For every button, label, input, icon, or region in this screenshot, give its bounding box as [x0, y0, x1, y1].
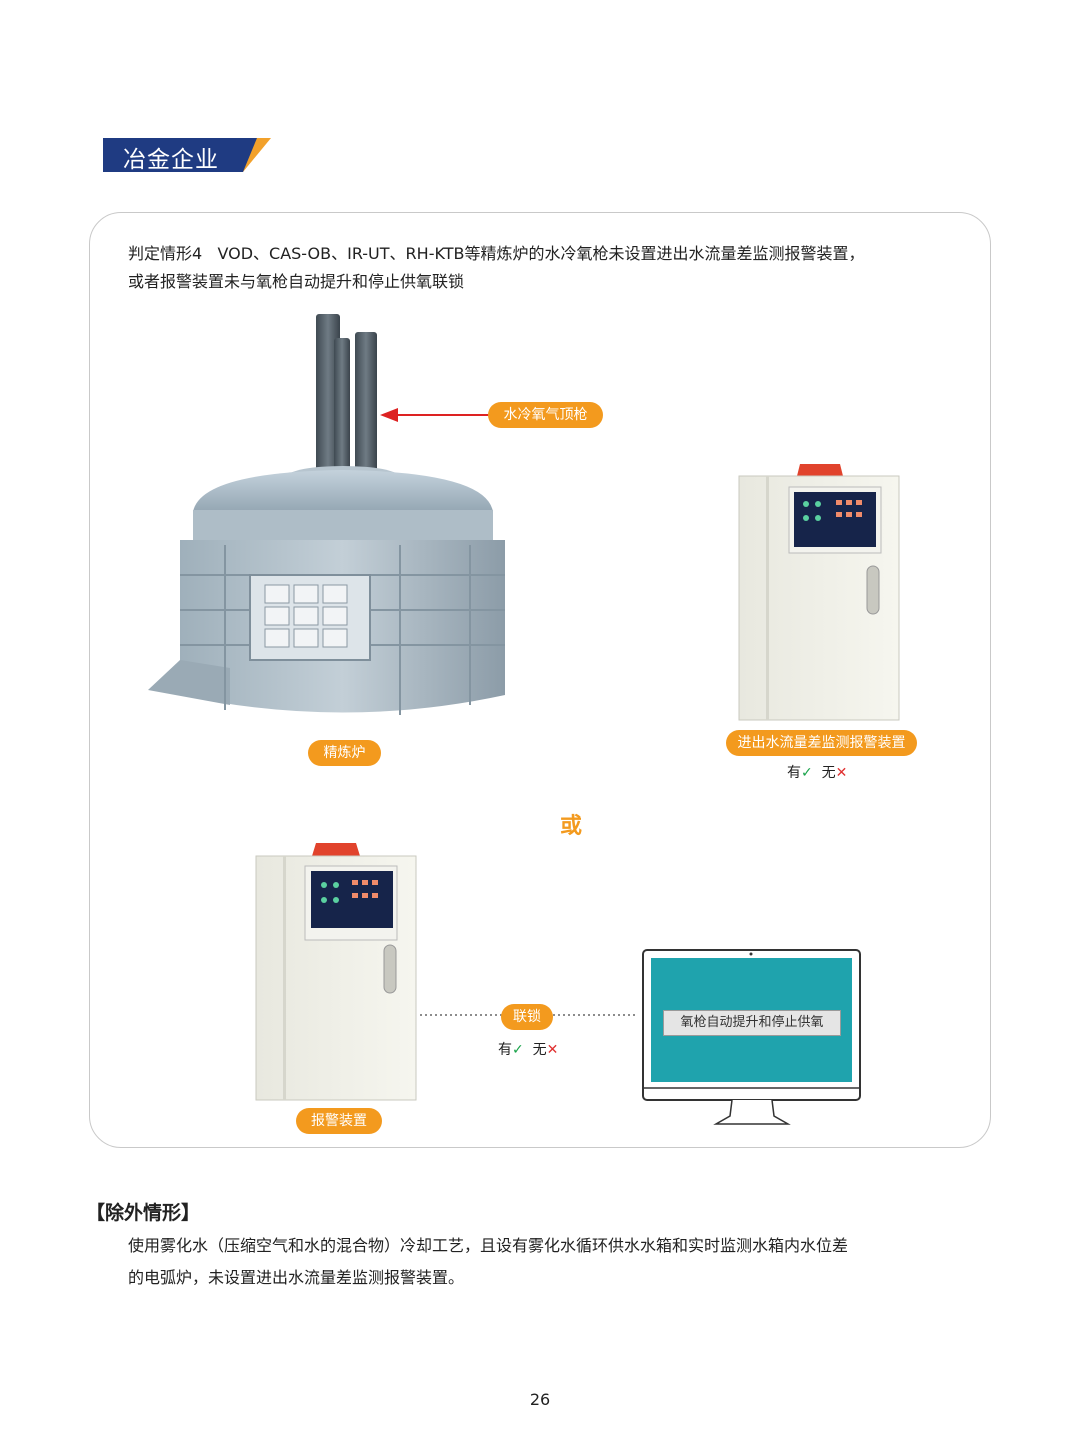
refining-furnace-illustration: [148, 314, 505, 715]
exclusion-line-2: 的电弧炉，未设置进出水流量差监测报警装置。: [128, 1268, 465, 1287]
exclusion-body: 使用雾化水（压缩空气和水的混合物）冷却工艺，且设有雾化水循环供水水箱和实时监测水…: [128, 1230, 958, 1294]
check-icon: ✓: [512, 1042, 524, 1058]
screen-text: 氧枪自动提升和停止供氧: [663, 1010, 841, 1036]
section-title: 冶金企业: [123, 147, 219, 173]
exclusion-line-1: 使用雾化水（压缩空气和水的混合物）冷却工艺，且设有雾化水循环供水水箱和实时监测水…: [128, 1236, 849, 1255]
section-tag: 冶金企业: [103, 138, 271, 173]
situation-description: 判定情形4 VOD、CAS-OB、IR-UT、RH-KTB等精炼炉的水冷氧枪未设…: [128, 240, 958, 296]
yes-text: 有: [787, 765, 801, 781]
yes-no-indicator-2: 有✓ 无✕: [498, 1039, 558, 1059]
computer-monitor-illustration: [642, 949, 861, 1125]
content-card: [89, 212, 991, 1148]
interlock-label: 联锁: [501, 1004, 553, 1030]
situation-text-2: 或者报警装置未与氧枪自动提升和停止供氧联锁: [128, 272, 465, 291]
yes-text: 有: [498, 1042, 512, 1058]
cross-icon: ✕: [835, 765, 848, 781]
alarm-device-label: 报警装置: [296, 1108, 382, 1134]
yes-no-indicator-1: 有✓ 无✕: [787, 762, 847, 782]
page-number: 26: [529, 1390, 551, 1409]
no-text: 无: [532, 1042, 547, 1058]
check-icon: ✓: [801, 765, 813, 781]
situation-text: VOD、CAS-OB、IR-UT、RH-KTB等精炼炉的水冷氧枪未设置进出水流量…: [217, 244, 865, 263]
monitoring-cabinet-illustration: [738, 464, 900, 721]
furnace-label: 精炼炉: [308, 740, 381, 766]
situation-label: 判定情形4: [128, 244, 203, 263]
no-text: 无: [821, 765, 836, 781]
alarm-cabinet-illustration: [255, 843, 417, 1101]
cross-icon: ✕: [546, 1042, 559, 1058]
lance-arrow: [380, 408, 490, 422]
monitor-device-label: 进出水流量差监测报警装置: [726, 730, 917, 756]
lance-label: 水冷氧气顶枪: [488, 402, 603, 428]
or-text: 或: [560, 814, 583, 839]
exclusion-title: 【除外情形】: [86, 1202, 201, 1224]
